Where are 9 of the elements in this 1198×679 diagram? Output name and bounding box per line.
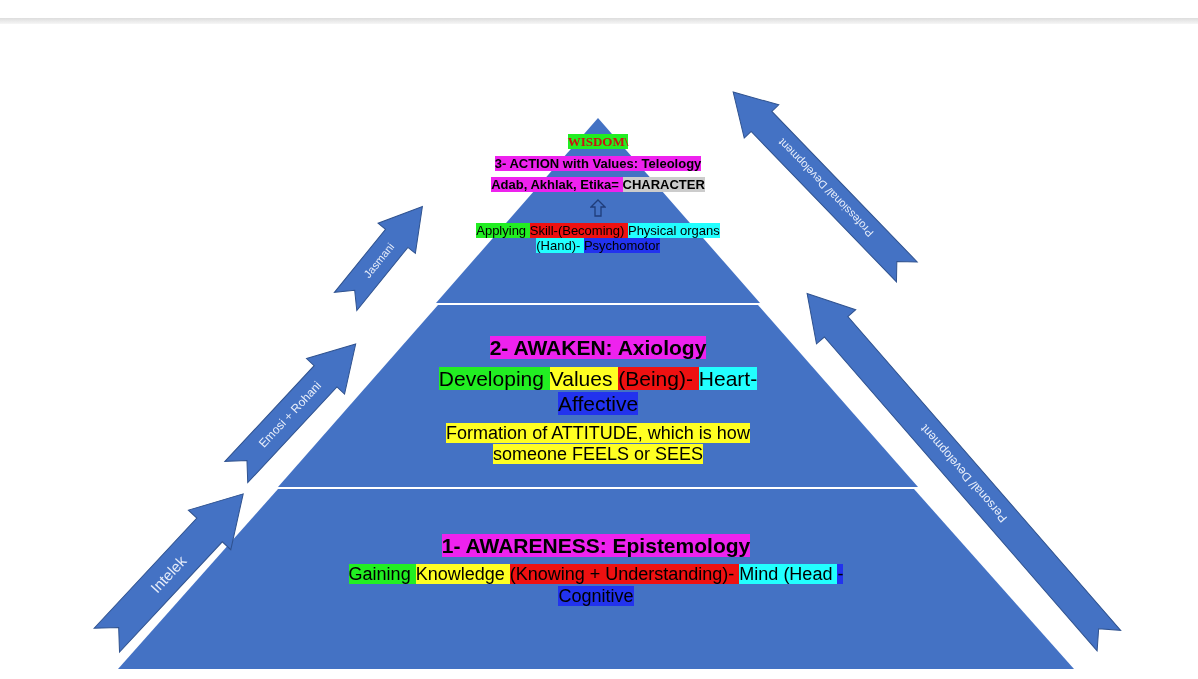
heading-text: 2- AWAKEN: Axiology [489,335,707,361]
body-text: Formation of ATTITUDE, which is how someone FEELS or SEES [445,422,751,466]
body-text: Gaining Knowledge (Knowing + Understanding)- Mind (Head -Cognitive [347,564,845,608]
heading-text: 1- AWARENESS: Epistemology [441,533,751,559]
body-text: Developing Values (Being)- Heart- Affective [437,366,759,417]
body-text: Applying Skill-(Becoming) Physical organs (Hand)- Psychomotor [475,222,721,254]
pyramid-tier [436,118,760,303]
heading-text: 3- ACTION with Values: Teleology [494,155,702,172]
body-text: Adab, Akhlak, Etika= CHARACTER [491,177,705,193]
